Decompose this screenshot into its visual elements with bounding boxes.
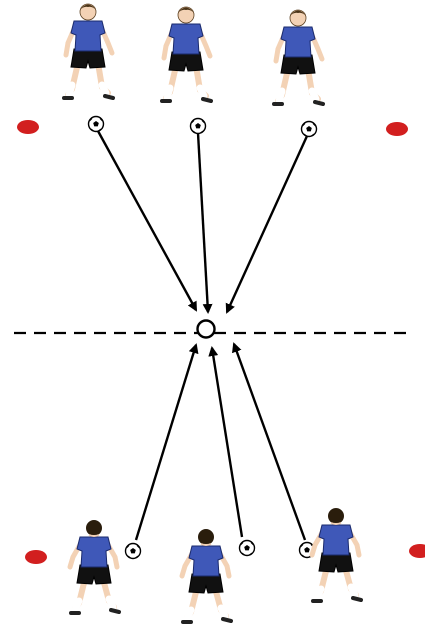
player-top-center: [162, 7, 211, 101]
pass-arrow-bottom-right: [232, 342, 307, 541]
cone-bottom-left: [25, 550, 47, 564]
cone-top-left: [17, 120, 39, 134]
player-bottom-right: [312, 508, 361, 601]
ball-top-right: [300, 120, 318, 138]
cone-top-right: [386, 122, 408, 136]
pass-arrow-top-right: [225, 135, 309, 314]
player-top-right: [274, 10, 323, 104]
pass-arrow-bottom-left: [134, 343, 199, 541]
player-top-left: [64, 4, 113, 98]
ball-bottom-left: [124, 542, 142, 560]
cone-bottom-right: [409, 544, 425, 558]
pass-arrow-bottom-center: [208, 346, 244, 538]
ball-top-left: [87, 115, 105, 133]
pass-arrow-top-center: [196, 132, 213, 314]
pass-arrow-top-left: [96, 130, 198, 312]
ball-top-center: [189, 117, 207, 135]
player-bottom-center: [182, 529, 231, 622]
player-bottom-left: [70, 520, 119, 613]
ball-bottom-center: [238, 539, 256, 557]
center-target-ring: [196, 319, 216, 339]
